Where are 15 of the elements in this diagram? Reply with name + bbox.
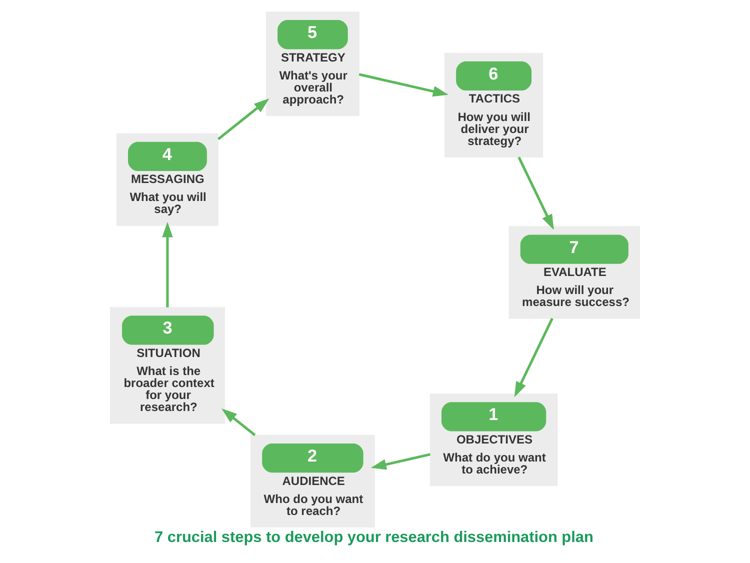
arrow — [217, 98, 270, 140]
node-box: 4 MESSAGING What you will say? — [116, 133, 218, 226]
diagram-title: 7 crucial steps to develop your research dissemination plan — [154, 528, 594, 546]
arrow — [370, 453, 430, 470]
node-box: 3 SITUATION What is the broader context for your research? — [110, 307, 225, 424]
arrow — [162, 222, 173, 308]
node-box: 1 OBJECTIVES What do you want to achieve? — [430, 394, 558, 486]
node-box: 2 AUDIENCE Who do you want to reach? — [250, 434, 375, 528]
arrow — [514, 318, 554, 398]
arrow — [518, 156, 554, 230]
node-box: 5 STRATEGY What's your overall approach? — [266, 11, 360, 116]
node-box: 7 EVALUATE How will your measure success? — [508, 226, 640, 319]
arrow — [358, 73, 448, 97]
node-box: 6 TACTICS How you will deliver your strategy? — [444, 52, 544, 158]
arrow — [222, 408, 256, 436]
